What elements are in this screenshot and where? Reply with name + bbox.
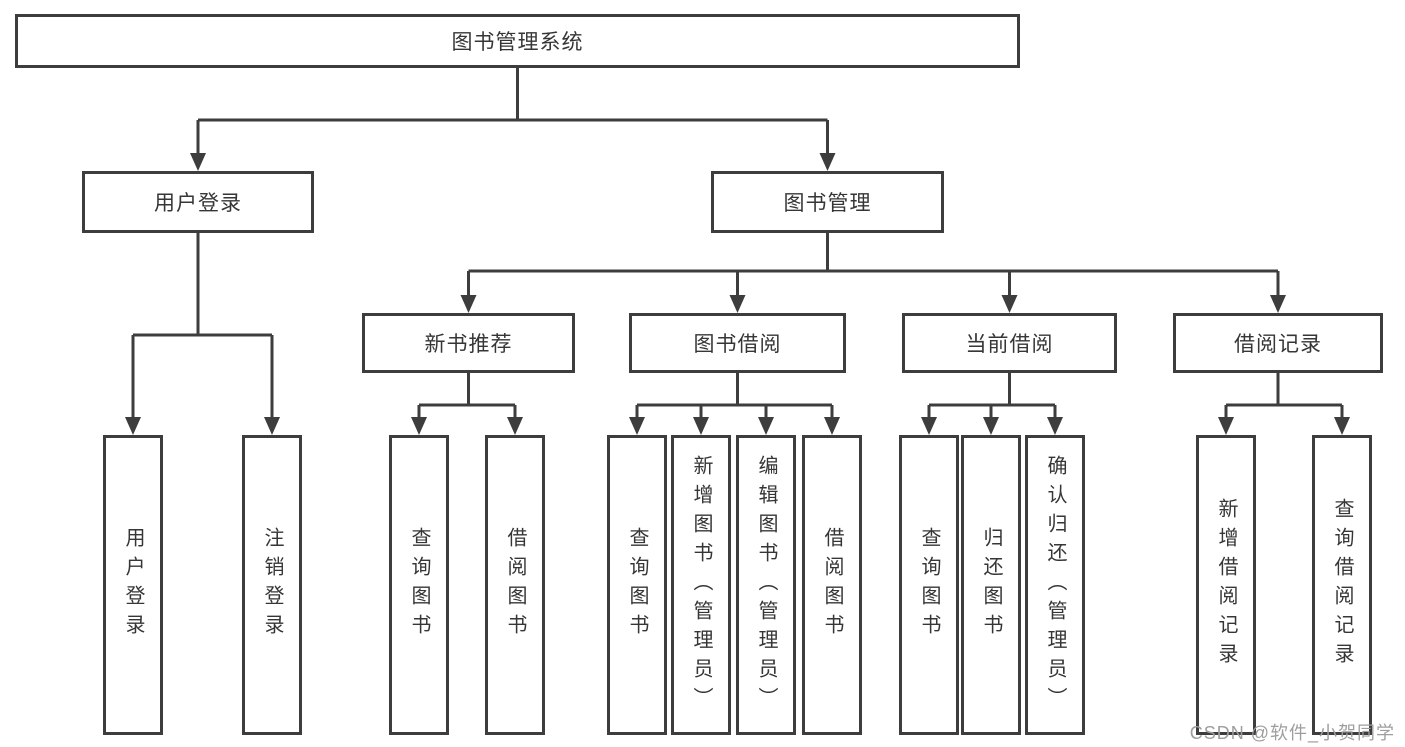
arrow-down-icon xyxy=(507,417,523,435)
leaf-borrow-book-1: 借阅图书 xyxy=(485,435,545,735)
node-borrow-records: 借阅记录 xyxy=(1173,313,1383,373)
leaf-label: 借阅图书 xyxy=(821,527,843,643)
arrow-down-icon xyxy=(629,417,645,435)
leaf-label: 注销登录 xyxy=(261,527,283,643)
leaf-label: 新增图书（管理员） xyxy=(690,454,712,716)
leaf-borrow-book-2: 借阅图书 xyxy=(802,435,862,735)
leaf-label: 新增借阅记录 xyxy=(1215,498,1237,672)
arrow-down-icon xyxy=(190,153,206,171)
leaf-add-borrow-record: 新增借阅记录 xyxy=(1196,435,1256,735)
leaf-confirm-return-admin: 确认归还（管理员） xyxy=(1025,435,1085,735)
node-label: 当前借阅 xyxy=(965,333,1054,356)
node-label: 新书推荐 xyxy=(424,333,513,356)
node-label: 借阅记录 xyxy=(1234,333,1322,356)
arrow-down-icon xyxy=(1047,417,1063,435)
arrow-down-icon xyxy=(1001,295,1018,313)
arrow-down-icon xyxy=(1218,417,1234,435)
node-label: 图书管理系统 xyxy=(451,31,584,54)
leaf-edit-book-admin: 编辑图书（管理员） xyxy=(736,435,796,735)
leaf-label: 查询借阅记录 xyxy=(1331,498,1353,672)
leaf-label: 确认归还（管理员） xyxy=(1044,454,1066,716)
arrow-down-icon xyxy=(729,295,746,313)
arrow-down-icon xyxy=(758,417,774,435)
node-new-book-recommend: 新书推荐 xyxy=(362,313,575,373)
leaf-add-book-admin: 新增图书（管理员） xyxy=(671,435,731,735)
leaf-label: 用户登录 xyxy=(122,527,144,643)
node-book-management: 图书管理 xyxy=(711,171,944,233)
leaf-label: 查询图书 xyxy=(918,527,940,643)
node-label: 图书借阅 xyxy=(693,333,782,356)
arrow-down-icon xyxy=(264,417,280,435)
leaf-query-borrow-record: 查询借阅记录 xyxy=(1312,435,1372,735)
node-root-library-system: 图书管理系统 xyxy=(15,14,1020,68)
arrow-down-icon xyxy=(1270,295,1286,313)
leaf-query-book-3: 查询图书 xyxy=(899,435,959,735)
leaf-label: 借阅图书 xyxy=(504,527,526,643)
node-user-login: 用户登录 xyxy=(82,171,314,233)
leaf-query-book-1: 查询图书 xyxy=(389,435,449,735)
arrow-down-icon xyxy=(460,295,477,313)
leaf-label: 归还图书 xyxy=(980,527,1002,643)
arrow-down-icon xyxy=(983,417,999,435)
arrow-down-icon xyxy=(411,417,427,435)
leaf-user-login: 用户登录 xyxy=(103,435,163,735)
arrow-down-icon xyxy=(824,417,840,435)
arrow-down-icon xyxy=(921,417,937,435)
arrow-down-icon xyxy=(693,417,709,435)
node-book-borrow: 图书借阅 xyxy=(629,313,846,373)
connector-lines xyxy=(131,68,1344,419)
leaf-logout: 注销登录 xyxy=(242,435,302,735)
leaf-label: 编辑图书（管理员） xyxy=(755,454,777,716)
node-label: 用户登录 xyxy=(154,192,242,215)
leaf-return-book: 归还图书 xyxy=(961,435,1021,735)
leaf-label: 查询图书 xyxy=(408,527,430,643)
csdn-watermark: CSDN @软件_小贺同学 xyxy=(1189,723,1395,743)
node-label: 图书管理 xyxy=(783,192,872,215)
arrow-down-icon xyxy=(819,153,836,171)
node-current-borrow: 当前借阅 xyxy=(902,313,1117,373)
arrow-down-icon xyxy=(1334,417,1350,435)
leaf-label: 查询图书 xyxy=(626,527,648,643)
arrow-down-icon xyxy=(125,417,141,435)
leaf-query-book-2: 查询图书 xyxy=(607,435,667,735)
